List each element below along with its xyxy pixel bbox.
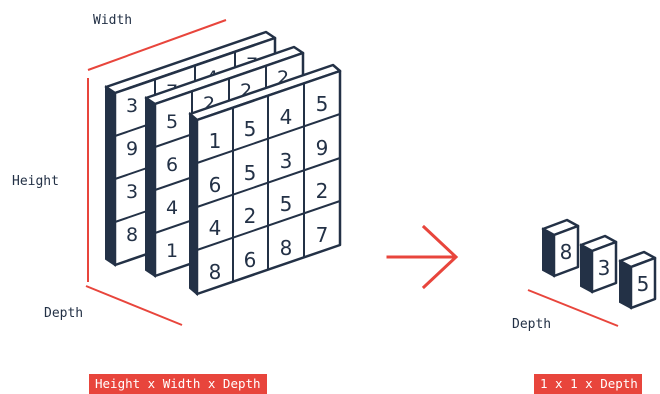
front-cell: 5 bbox=[244, 161, 257, 185]
front-cell: 9 bbox=[316, 136, 329, 160]
front-cell: 4 bbox=[280, 105, 293, 129]
pooled-cube: 5 bbox=[618, 250, 657, 310]
front-cell: 2 bbox=[316, 179, 329, 203]
middle-cell: 6 bbox=[166, 154, 178, 176]
middle-cell: 1 bbox=[166, 240, 178, 262]
height-label: Height bbox=[12, 174, 59, 189]
depth-label: Depth bbox=[44, 306, 83, 321]
depth-indicator-line bbox=[85, 285, 183, 326]
front-cell: 8 bbox=[209, 260, 222, 284]
front-cell: 5 bbox=[316, 92, 329, 116]
pooled-depth-indicator-line bbox=[527, 289, 619, 327]
pooled-cube: 3 bbox=[579, 234, 618, 294]
front-cell: 3 bbox=[280, 149, 293, 173]
front-cell: 1 bbox=[209, 129, 222, 153]
middle-cell: 5 bbox=[166, 111, 178, 133]
width-label: Width bbox=[93, 13, 132, 28]
back-cell: 9 bbox=[126, 138, 138, 160]
pooled-value: 8 bbox=[560, 240, 573, 264]
width-indicator-line bbox=[87, 19, 227, 71]
output-shape-caption: 1 x 1 x Depth bbox=[534, 374, 642, 394]
back-cell: 3 bbox=[126, 181, 138, 203]
input-shape-caption: Height x Width x Depth bbox=[89, 374, 267, 394]
front-cell: 8 bbox=[280, 236, 293, 260]
front-cell: 6 bbox=[209, 173, 222, 197]
front-cell: 5 bbox=[244, 117, 257, 141]
front-cell: 2 bbox=[244, 204, 257, 228]
middle-cell: 4 bbox=[166, 197, 178, 219]
front-cell: 7 bbox=[316, 223, 329, 247]
front-cell: 5 bbox=[280, 192, 293, 216]
front-matrix: 1 5 4 5 6 5 3 9 4 2 5 2 8 6 8 7 bbox=[188, 63, 342, 297]
pooled-cube: 8 bbox=[541, 218, 580, 278]
back-cell: 8 bbox=[126, 224, 138, 246]
front-cell: 4 bbox=[209, 216, 222, 240]
pooled-depth-label: Depth bbox=[512, 317, 551, 332]
arrow-right-icon bbox=[386, 224, 459, 290]
back-cell: 3 bbox=[126, 95, 138, 117]
front-cell: 6 bbox=[244, 248, 257, 272]
pooled-value: 3 bbox=[598, 256, 611, 280]
pooled-value: 5 bbox=[637, 272, 650, 296]
